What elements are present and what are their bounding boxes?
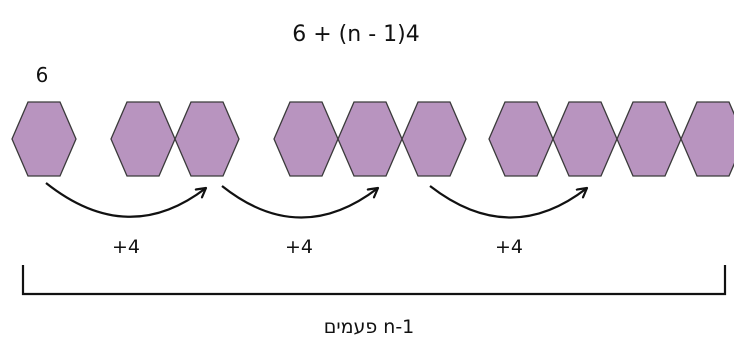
hexagon-groups [11,101,734,177]
hexagon [488,101,554,177]
hexagon [401,101,467,177]
step-arrow-2 [221,185,378,219]
hexagon [273,101,339,177]
first-group-label: 6 [36,63,49,87]
step-label-2: +4 [285,236,313,258]
hexagon [174,101,240,177]
repetition-bracket [21,265,727,296]
step-label-3: +4 [495,236,523,258]
hexagon [11,101,77,177]
hexagon [680,101,734,177]
hexagon [110,101,176,177]
formula-title: 6 + (n - 1)4 [292,22,419,47]
hexagon [552,101,618,177]
hexagon [337,101,403,177]
step-arrow-3 [429,185,587,219]
step-arrow-1 [45,182,206,218]
hexagon-group-2 [110,101,240,177]
hexagon-group-4 [488,101,734,177]
hexagon-group-1 [11,101,77,177]
hexagon [616,101,682,177]
hexagon-group-3 [273,101,467,177]
step-arrows [45,182,587,219]
step-label-1: +4 [112,236,140,258]
bracket-label: n-1 פעמים [324,316,415,338]
